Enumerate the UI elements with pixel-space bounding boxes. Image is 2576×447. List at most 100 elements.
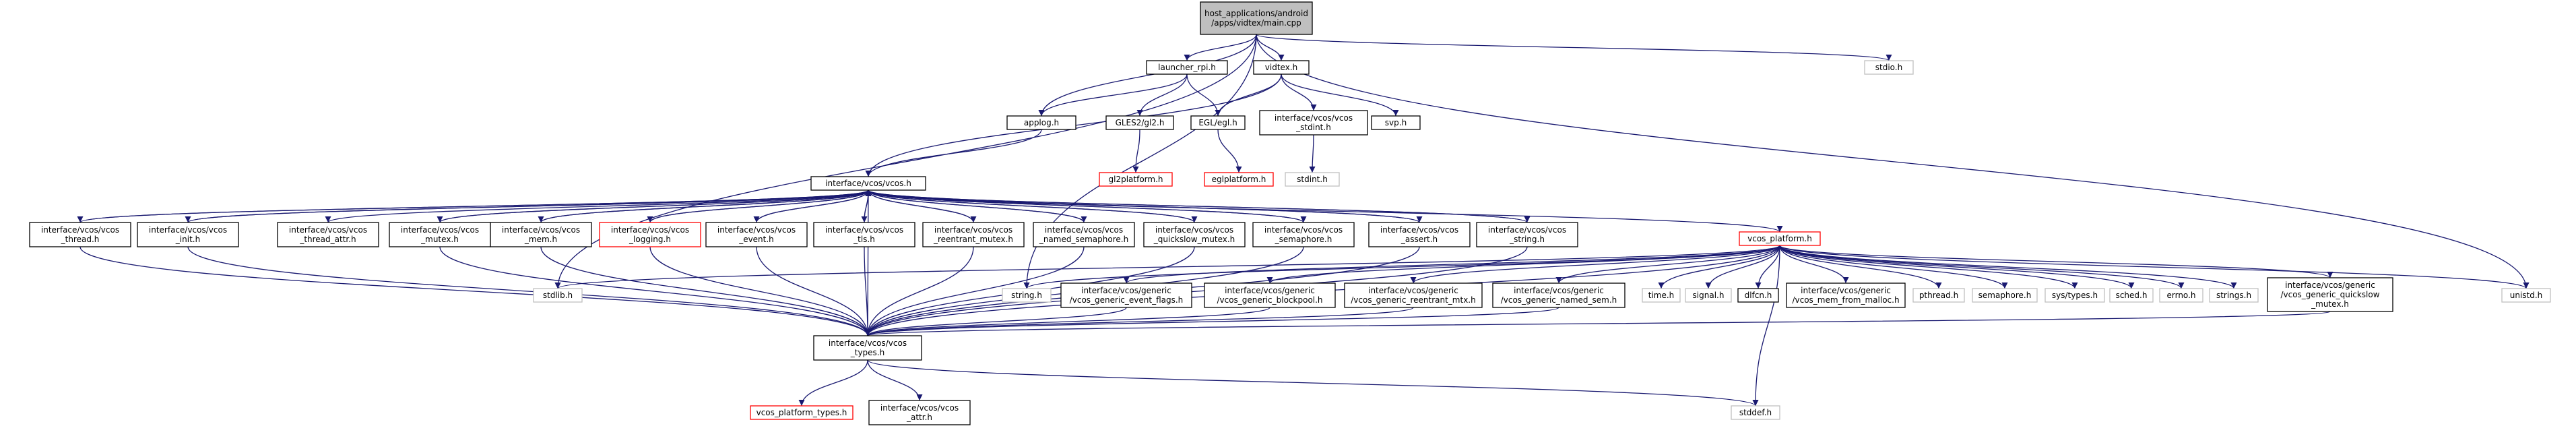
node-tls[interactable]: interface/vcos/vcos_tls.h xyxy=(813,222,915,247)
node-platform[interactable]: vcos_platform.h xyxy=(1739,231,1821,246)
node-box xyxy=(1685,288,1732,303)
node-box xyxy=(868,400,971,425)
node-named_sem[interactable]: interface/vcos/vcos_named_semaphore.h xyxy=(1033,222,1135,247)
node-label-line: errno.h xyxy=(2167,291,2196,300)
node-vidtex[interactable]: vidtex.h xyxy=(1253,60,1310,75)
edge-quickslow-to-vcos xyxy=(865,189,1195,223)
edge-main-to-applog xyxy=(1038,34,1257,117)
node-label-line: sys/types.h xyxy=(2052,291,2098,300)
node-errno[interactable]: errno.h xyxy=(2159,288,2203,303)
node-time[interactable]: time.h xyxy=(1642,288,1681,303)
node-box xyxy=(277,222,379,247)
edge-gen_event-to-types xyxy=(864,307,1127,336)
node-box xyxy=(2267,277,2393,312)
node-reentrant[interactable]: interface/vcos/vcos_reentrant_mutex.h xyxy=(922,222,1025,247)
node-event[interactable]: interface/vcos/vcos_event.h xyxy=(705,222,808,247)
edge-platform-to-stddef xyxy=(1752,245,1780,407)
edge-types-to-attr xyxy=(867,359,923,401)
node-label-line: interface/vcos/generic xyxy=(1081,286,1171,295)
node-gen_reentrant[interactable]: interface/vcos/generic/vcos_generic_reen… xyxy=(1344,282,1483,308)
edge-thread-to-vcos xyxy=(79,189,872,223)
edge-platform-to-pthread xyxy=(1779,245,1942,289)
node-string_v[interactable]: interface/vcos/vcos_string.h xyxy=(1476,222,1578,247)
node-semaphore_v[interactable]: interface/vcos/vcos_semaphore.h xyxy=(1252,222,1355,247)
node-label-line: stdlib.h xyxy=(543,291,573,300)
node-gles2[interactable]: GLES2/gl2.h xyxy=(1105,115,1174,130)
node-label-line: stddef.h xyxy=(1739,408,1772,417)
node-launcher[interactable]: launcher_rpi.h xyxy=(1146,60,1228,75)
node-assert[interactable]: interface/vcos/vcos_assert.h xyxy=(1368,222,1471,247)
node-gen_blockpool[interactable]: interface/vcos/generic/vcos_generic_bloc… xyxy=(1204,282,1336,308)
node-label-line: string.h xyxy=(1011,291,1042,300)
edge-logging-to-vcos xyxy=(649,189,872,223)
node-gen_mem[interactable]: interface/vcos/generic/vcos_mem_from_mal… xyxy=(1786,282,1906,308)
node-gen_event[interactable]: interface/vcos/generic/vcos_generic_even… xyxy=(1060,282,1192,308)
node-label-line: interface/vcos/vcos xyxy=(401,225,479,235)
node-logging[interactable]: interface/vcos/vcos_logging.h xyxy=(599,222,701,247)
node-string[interactable]: string.h xyxy=(1002,288,1052,303)
node-types[interactable]: interface/vcos/vcos_types.h xyxy=(813,335,922,361)
node-signal[interactable]: signal.h xyxy=(1685,288,1732,303)
node-stdlib[interactable]: stdlib.h xyxy=(533,288,583,303)
node-systypes[interactable]: sys/types.h xyxy=(2044,288,2105,303)
edge-gen_quickslow-to-types xyxy=(865,311,2331,336)
node-box xyxy=(1002,288,1052,303)
node-box xyxy=(1252,222,1355,247)
node-platform_types[interactable]: vcos_platform_types.h xyxy=(750,405,854,420)
node-label-line: vidtex.h xyxy=(1265,63,1297,72)
node-label-line: _stdint.h xyxy=(1295,123,1331,132)
node-gen_quickslow[interactable]: interface/vcos/generic/vcos_generic_quic… xyxy=(2267,277,2393,312)
node-vcos[interactable]: interface/vcos/vcos.h xyxy=(810,176,926,191)
edge-platform-to-stdlib xyxy=(554,245,1780,289)
edge-gen_blockpool-to-types xyxy=(864,307,1270,336)
node-box xyxy=(1253,60,1310,75)
node-box xyxy=(1344,282,1483,308)
node-label-line: _thread_attr.h xyxy=(299,235,356,244)
node-quickslow[interactable]: interface/vcos/vcos_quickslow_mutex.h xyxy=(1143,222,1246,247)
node-gl2platform[interactable]: gl2platform.h xyxy=(1099,172,1173,187)
node-box xyxy=(2109,288,2154,303)
node-eglplatform[interactable]: eglplatform.h xyxy=(1204,172,1274,187)
node-attr[interactable]: interface/vcos/vcos_attr.h xyxy=(868,400,971,425)
node-unistd[interactable]: unistd.h xyxy=(2501,288,2551,303)
node-semaphore[interactable]: semaphore.h xyxy=(1972,288,2038,303)
edge-vidtex-to-svp xyxy=(1281,73,1399,117)
edge-platform-to-semaphore xyxy=(1779,245,2008,289)
node-box xyxy=(1731,405,1780,420)
node-dlfcn[interactable]: dlfcn.h xyxy=(1737,288,1779,303)
edge-platform-to-errno xyxy=(1779,245,2185,289)
node-strings[interactable]: strings.h xyxy=(2209,288,2259,303)
node-egl[interactable]: EGL/egl.h xyxy=(1190,115,1246,130)
node-label-line: interface/vcos/vcos xyxy=(1380,225,1458,235)
node-box xyxy=(1259,110,1368,136)
node-init[interactable]: interface/vcos/vcos_init.h xyxy=(137,222,239,247)
node-box xyxy=(1204,172,1274,187)
node-stdio[interactable]: stdio.h xyxy=(1864,60,1914,75)
node-label-line: _quickslow_mutex.h xyxy=(1153,235,1235,244)
node-svp[interactable]: svp.h xyxy=(1371,115,1421,130)
node-pthread[interactable]: pthread.h xyxy=(1912,288,1965,303)
node-label-line: interface/vcos/vcos xyxy=(1155,225,1233,235)
node-box xyxy=(2209,288,2259,303)
node-stddef[interactable]: stddef.h xyxy=(1731,405,1780,420)
node-thread_attr[interactable]: interface/vcos/vcos_thread_attr.h xyxy=(277,222,379,247)
node-box xyxy=(2044,288,2105,303)
edge-reentrant-to-types xyxy=(864,246,974,336)
node-gen_named_sem[interactable]: interface/vcos/generic/vcos_generic_name… xyxy=(1492,282,1625,308)
edge-named_sem-to-types xyxy=(864,246,1085,336)
node-label-line: /vcos_generic_quickslow xyxy=(2280,290,2379,299)
node-thread[interactable]: interface/vcos/vcos_thread.h xyxy=(29,222,131,247)
node-label-line: vcos_platform.h xyxy=(1747,234,1812,243)
edge-mem-to-types xyxy=(540,246,871,336)
edge-platform-to-unistd xyxy=(1779,245,2530,289)
node-mutex[interactable]: interface/vcos/vcos_mutex.h xyxy=(389,222,491,247)
node-sched[interactable]: sched.h xyxy=(2109,288,2154,303)
node-box xyxy=(1190,115,1246,130)
edge-semaphore_v-to-vcos xyxy=(865,189,1304,223)
node-applog[interactable]: applog.h xyxy=(1006,115,1076,130)
edge-platform-to-gen_named_sem xyxy=(1555,245,1780,284)
node-mem[interactable]: interface/vcos/vcos_mem.h xyxy=(490,222,592,247)
node-stdint[interactable]: stdint.h xyxy=(1285,172,1340,187)
node-vcos_stdint[interactable]: interface/vcos/vcos_stdint.h xyxy=(1259,110,1368,136)
node-main: host_applications/android/apps/vidtex/ma… xyxy=(1200,1,1313,35)
